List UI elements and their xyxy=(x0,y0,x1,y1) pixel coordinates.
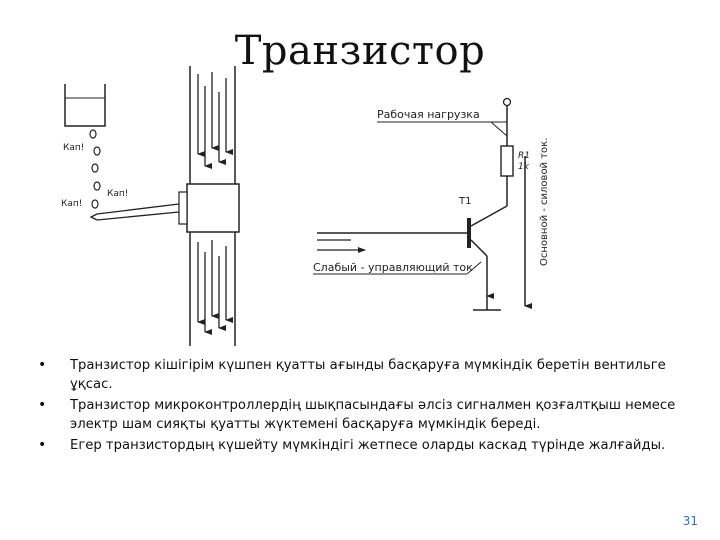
bullet-list: •Транзистор кішігірім күшпен қуатты ағын… xyxy=(38,356,678,457)
flow-arrows-upper xyxy=(197,72,233,169)
bullet-item-2: •Транзистор микроконтроллердің шықпасынд… xyxy=(38,397,676,432)
flow-arrows-lower xyxy=(197,240,233,335)
emitter-lead xyxy=(470,239,488,257)
drop-label-1: Кап! xyxy=(63,143,84,153)
load-label: Рабочая нагрузка xyxy=(377,108,480,121)
bullet-dot: • xyxy=(38,397,47,413)
drop-label-3: Кап! xyxy=(61,199,82,209)
resistor-r1 xyxy=(500,145,514,177)
water-drops xyxy=(89,129,101,209)
slide-title: Транзистор xyxy=(234,28,486,74)
drop-label-2: Кап! xyxy=(107,189,128,199)
transistor-name: T1 xyxy=(458,196,471,207)
bullet-dot: • xyxy=(38,357,47,373)
bullet-dot: • xyxy=(38,437,47,453)
water-tank xyxy=(64,84,106,127)
valve-lever xyxy=(89,203,180,221)
ground-symbol xyxy=(473,296,501,311)
resistor-name: R1 xyxy=(518,151,530,161)
resistor-value: 1k xyxy=(518,162,530,172)
valve-block xyxy=(178,183,240,233)
transistor-analogy-diagram: Кап! Кап! Кап! Рабочая нагрузка R xyxy=(61,66,550,346)
control-label-pointer xyxy=(466,261,482,275)
bullet-item-1: •Транзистор кішігірім күшпен қуатты ағын… xyxy=(38,357,666,392)
bullet-item-3: •Егер транзистордың күшейту мүмкіндігі ж… xyxy=(38,437,666,453)
collector-lead xyxy=(470,205,508,227)
supply-terminal xyxy=(502,97,512,107)
control-current-label: Слабый - управляющий ток xyxy=(313,261,473,274)
page-number: 31 xyxy=(682,514,698,528)
main-current-label: Основной - силовой ток. xyxy=(539,138,550,266)
load-pointer xyxy=(490,121,508,137)
